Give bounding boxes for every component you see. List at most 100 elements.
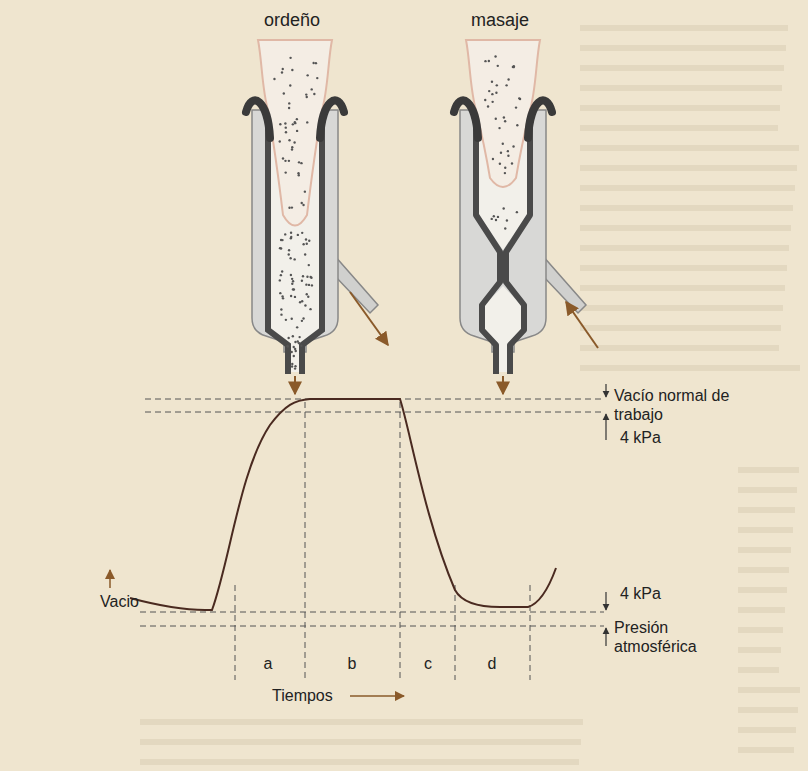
- milk-dot: [296, 130, 298, 132]
- milk-dot: [292, 288, 294, 290]
- milk-dot: [511, 162, 513, 164]
- milk-dot: [291, 69, 293, 71]
- milk-dot: [294, 341, 296, 343]
- texture-line: [580, 285, 785, 291]
- texture-line: [580, 85, 782, 91]
- milk-dot: [292, 123, 294, 125]
- milk-dot: [300, 162, 302, 164]
- milk-dot: [286, 345, 288, 347]
- figure-title: ordeño: [264, 10, 320, 32]
- milk-dot: [302, 317, 304, 319]
- texture-line: [738, 727, 796, 733]
- milk-dot: [491, 81, 493, 83]
- phase-letter: a: [264, 654, 273, 673]
- milk-dot: [293, 355, 295, 357]
- milk-dot: [279, 140, 281, 142]
- milk-dot: [280, 274, 282, 276]
- milk-dot: [505, 84, 507, 86]
- texture-line: [738, 527, 793, 533]
- texture-line: [580, 145, 799, 151]
- texture-line: [738, 467, 799, 473]
- milk-dot: [504, 167, 506, 169]
- texture-line: [738, 567, 789, 573]
- milk-dot: [301, 202, 303, 204]
- milk-dot: [518, 97, 520, 99]
- milk-dot: [304, 253, 306, 255]
- milk-dot: [287, 345, 289, 347]
- milk-dot: [287, 337, 289, 339]
- milk-dot: [316, 77, 318, 79]
- texture-line: [580, 125, 778, 131]
- milk-dot: [487, 105, 489, 107]
- milk-dot: [294, 296, 296, 298]
- milk-dot: [491, 218, 493, 220]
- milk-dot: [284, 160, 286, 162]
- texture-line: [738, 547, 791, 553]
- dimension: 4 kPa: [620, 584, 661, 603]
- texture-line: [580, 165, 797, 171]
- milk-dot: [301, 320, 303, 322]
- texture-line: [738, 747, 794, 753]
- milk-dot: [484, 60, 486, 62]
- milk-dot: [291, 318, 293, 320]
- milk-dot: [297, 234, 299, 236]
- milk-dot: [308, 240, 310, 242]
- milk-dot: [306, 74, 308, 76]
- texture-line: [580, 25, 788, 31]
- milk-dot: [492, 158, 494, 160]
- milk-dot: [512, 66, 514, 68]
- milk-dot: [507, 78, 509, 80]
- milk-dot: [513, 65, 515, 67]
- milk-dot: [497, 65, 499, 67]
- milk-dot: [309, 308, 311, 310]
- milk-dot: [308, 284, 310, 286]
- texture-line: [580, 305, 783, 311]
- texture-line: [580, 185, 795, 191]
- milk-dot: [288, 253, 290, 255]
- milk-dot: [310, 88, 312, 90]
- milk-dot: [502, 207, 504, 209]
- milk-dot: [284, 233, 286, 235]
- milk-dot: [282, 157, 284, 159]
- milk-dot: [495, 219, 497, 221]
- texture-line: [140, 739, 581, 745]
- teat-cup-milking: [246, 40, 388, 394]
- milk-dot: [280, 308, 282, 310]
- milk-dot: [297, 172, 299, 174]
- milk-dot: [491, 93, 493, 95]
- milk-dot: [288, 206, 290, 208]
- texture-line: [580, 345, 779, 351]
- texture-line: [580, 105, 780, 111]
- milk-dot: [496, 84, 498, 86]
- milk-dot: [307, 296, 309, 298]
- milk-dot: [301, 300, 303, 302]
- milk-dot: [504, 120, 506, 122]
- phase-letter: d: [488, 654, 497, 673]
- milk-dot: [301, 280, 303, 282]
- milk-dot: [282, 68, 284, 70]
- texture-line: [738, 707, 798, 713]
- texture-line: [738, 647, 781, 653]
- milk-dot: [288, 160, 290, 162]
- dimension: 4 kPa: [620, 428, 661, 447]
- milk-dot: [311, 284, 313, 286]
- milk-dot: [291, 278, 293, 280]
- milk-dot: [288, 249, 290, 251]
- milk-dot: [279, 123, 281, 125]
- milk-dot: [306, 121, 308, 123]
- milk-dot: [493, 215, 495, 217]
- texture-line: [738, 587, 787, 593]
- milk-dot: [302, 204, 304, 206]
- level-label: Vacío normal de trabajo: [614, 386, 732, 424]
- milk-dot: [495, 92, 497, 94]
- milk-dot: [281, 239, 283, 241]
- milk-dot: [291, 363, 293, 365]
- milk-dot: [301, 232, 303, 234]
- milk-dot: [507, 150, 509, 152]
- texture-line: [738, 507, 795, 513]
- level-label: Presión atmosférica: [614, 618, 724, 656]
- milk-dot: [306, 276, 308, 278]
- milk-dot: [294, 122, 296, 124]
- milk-dot: [289, 257, 291, 259]
- milk-dot: [293, 288, 295, 290]
